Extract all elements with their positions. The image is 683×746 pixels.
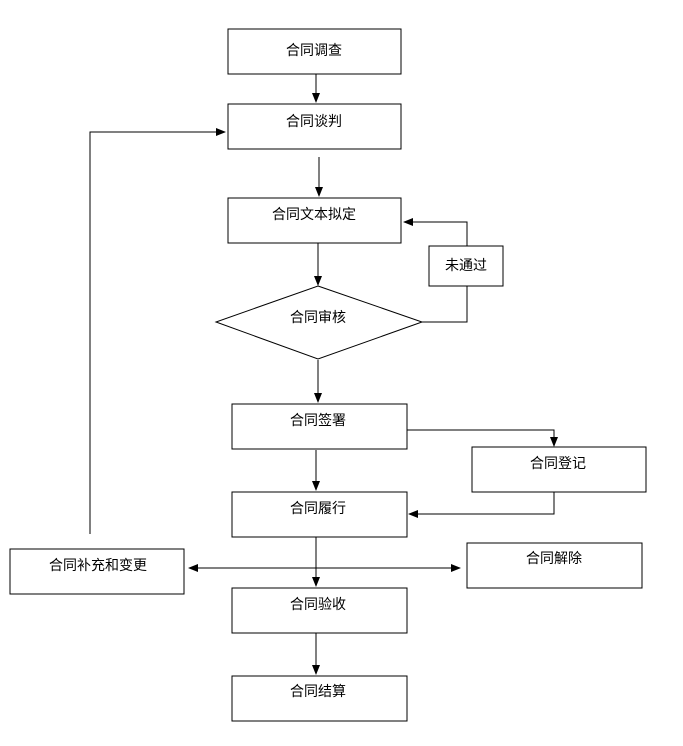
edges xyxy=(89,74,558,675)
node-performance-label: 合同履行 xyxy=(290,501,346,517)
node-signing-label: 合同签署 xyxy=(290,412,346,429)
node-settlement-label: 合同结算 xyxy=(290,684,346,700)
node-investigation-label: 合同调查 xyxy=(286,43,342,59)
node-termination-label: 合同解除 xyxy=(526,551,582,567)
node-supplement-change: 合同补充和变更 xyxy=(9,548,185,595)
node-acceptance-box xyxy=(231,587,408,634)
node-review-diamond xyxy=(214,285,424,360)
node-acceptance: 合同验收 xyxy=(231,587,408,634)
node-settlement-box xyxy=(231,675,408,722)
node-supplement-change-box xyxy=(9,548,185,595)
node-negotiation-box xyxy=(227,103,402,150)
node-acceptance-label: 合同验收 xyxy=(290,597,346,613)
node-negotiation-label: 合同谈判 xyxy=(286,114,342,130)
node-rejected-label: 未通过 xyxy=(445,258,487,274)
node-registration-label: 合同登记 xyxy=(530,456,586,472)
node-registration: 合同登记 xyxy=(471,446,647,493)
node-performance-box xyxy=(231,491,408,538)
node-investigation: 合同调查 xyxy=(227,28,402,75)
node-drafting: 合同文本拟定 xyxy=(227,197,402,244)
node-registration-box xyxy=(471,446,647,493)
node-signing: 合同签署 xyxy=(231,403,408,450)
node-investigation-box xyxy=(227,28,402,75)
node-review-label: 合同审核 xyxy=(290,310,346,326)
node-supplement-change-label: 合同补充和变更 xyxy=(49,558,147,574)
node-drafting-label: 合同文本拟定 xyxy=(272,207,356,223)
node-settlement: 合同结算 xyxy=(231,675,408,722)
edge-registration-to-performance xyxy=(408,492,555,518)
node-rejected: 未通过 xyxy=(428,245,504,287)
node-review: 合同审核 xyxy=(214,285,424,360)
node-termination-box xyxy=(466,542,643,589)
node-signing-box xyxy=(231,403,408,450)
edge-supplement-to-negotiation xyxy=(89,128,226,534)
node-performance: 合同履行 xyxy=(231,491,408,538)
node-negotiation: 合同谈判 xyxy=(227,103,402,150)
node-rejected-box xyxy=(428,245,504,287)
edge-signing-to-registration xyxy=(407,429,558,447)
node-termination: 合同解除 xyxy=(466,542,643,589)
node-drafting-box xyxy=(227,197,402,244)
